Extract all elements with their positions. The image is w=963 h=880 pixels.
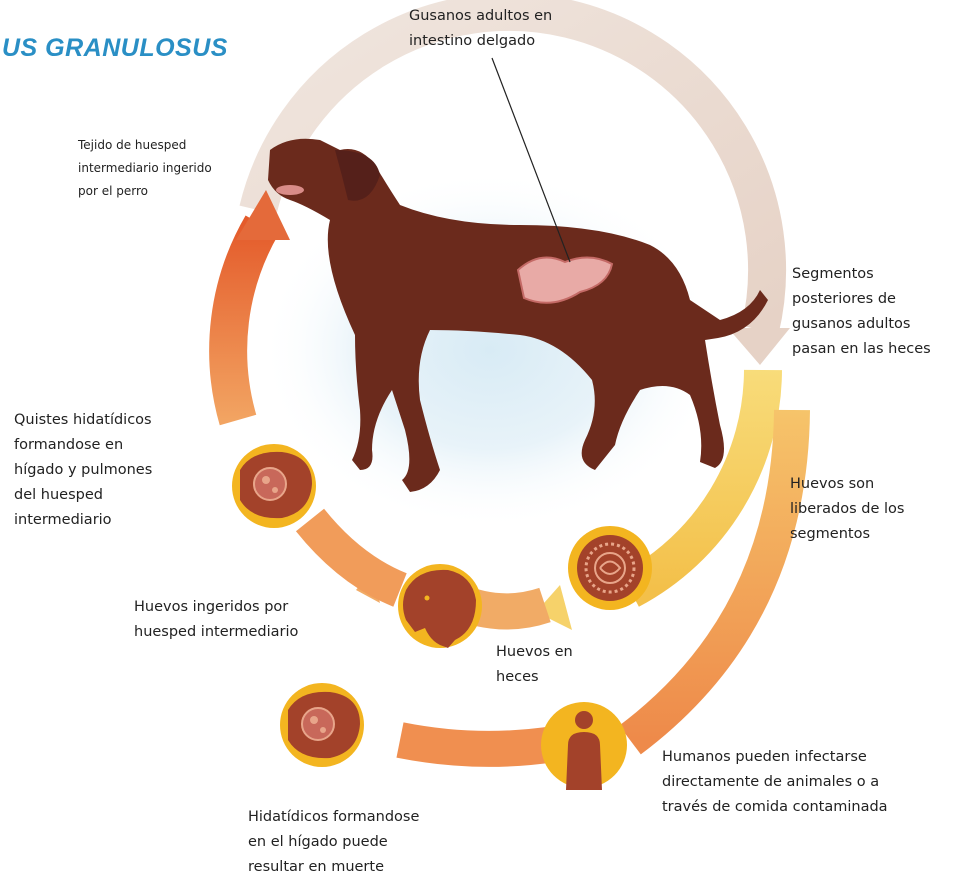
label-human-death: Hidatídicos formandose en el hígado pued… <box>248 805 419 880</box>
diagram-title: US GRANULOSUS <box>2 34 228 63</box>
label-segments: Segmentos posteriores de gusanos adultos… <box>792 262 931 362</box>
label-eggs-feces: Huevos en heces <box>496 640 573 690</box>
sheep-icon <box>398 564 482 648</box>
human-liver-cyst-icon <box>280 683 364 767</box>
egg-icon <box>568 526 652 610</box>
label-cysts: Quistes hidatídicos formandose en hígado… <box>14 408 152 533</box>
arrow-head-segments <box>728 328 790 365</box>
label-eggs-released: Huevos son liberados de los segmentos <box>790 472 904 547</box>
liver-cyst-icon <box>232 444 316 528</box>
cycle-arc-bottom-left <box>310 520 400 590</box>
label-tissue-ingested: Tejido de huesped intermediario ingerido… <box>78 134 212 203</box>
cycle-arc-left <box>228 225 262 420</box>
label-eggs-ingested: Huevos ingeridos por huesped intermediar… <box>134 595 298 645</box>
label-adult-worms: Gusanos adultos en intestino delgado <box>409 4 552 54</box>
human-icon <box>541 702 627 790</box>
label-humans: Humanos pueden infectarse directamente d… <box>662 745 888 820</box>
